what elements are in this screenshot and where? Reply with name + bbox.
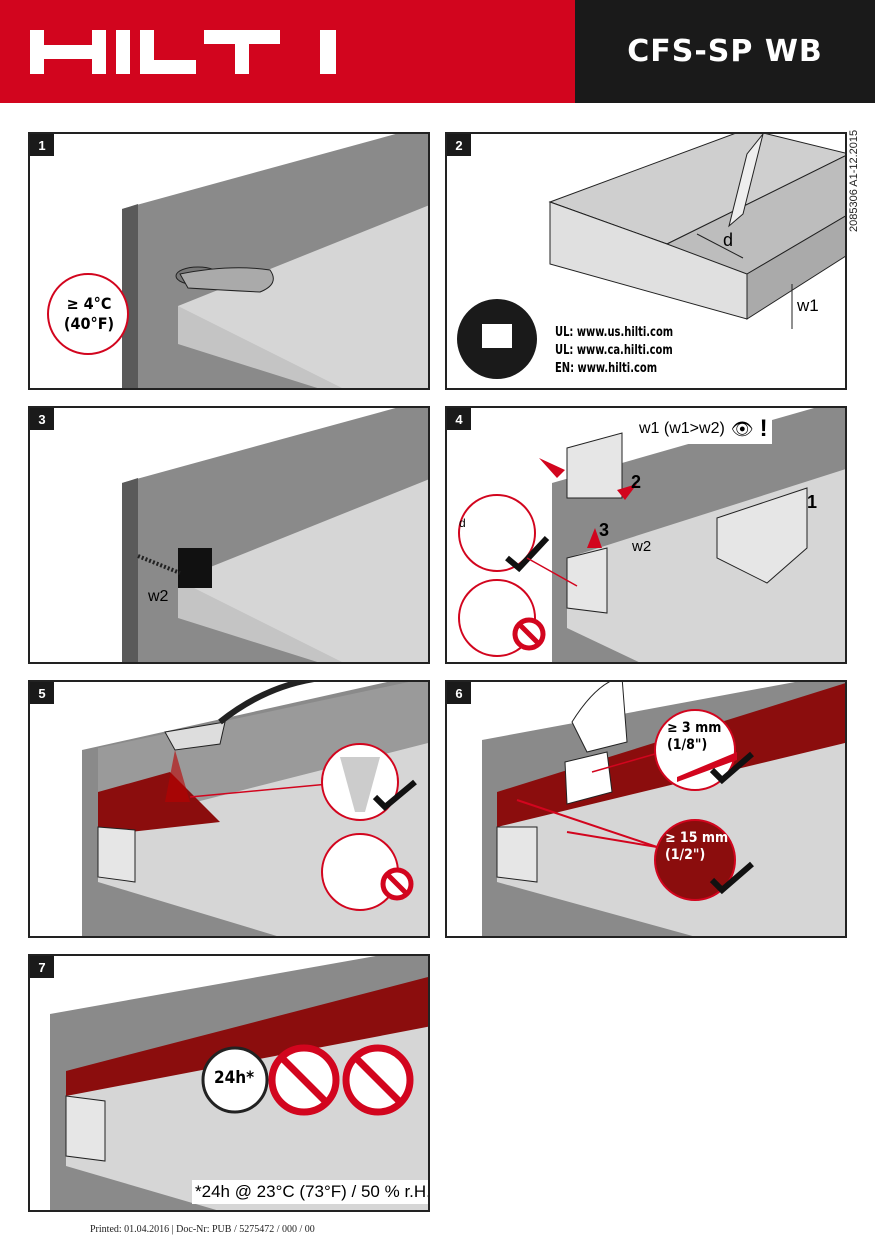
exclamation-icon: ! (759, 415, 768, 442)
dimension-d-label: d (723, 230, 734, 250)
temperature-fahrenheit: (40°F) (63, 314, 115, 333)
temperature-celsius: ≥ 4°C (66, 294, 112, 313)
header-brand-bar (0, 0, 575, 103)
step-number: 7 (30, 956, 54, 978)
step-5-illustration (82, 682, 428, 936)
step-label-3: 3 (599, 520, 610, 540)
step-1-illustration (47, 134, 428, 388)
width-comparison-note: w1 (w1>w2) (639, 420, 725, 437)
step-number: 6 (447, 682, 471, 704)
step-number: 3 (30, 408, 54, 430)
link-ca[interactable]: UL: www.ca.hilti.com (555, 343, 673, 358)
step-3-illustration (122, 408, 428, 662)
step-label-2: 2 (631, 472, 642, 492)
step-1-panel: 1 ≥ 4°C (40°F) (28, 132, 430, 390)
min-thickness-label: ≥ 3 mm (667, 720, 722, 736)
step-number: 1 (30, 134, 54, 156)
print-info-footer: Printed: 01.04.2016 | Doc-Nr: PUB / 5275… (90, 1224, 315, 1235)
step-number: 4 (447, 408, 471, 430)
dimension-w2-label: w2 (148, 588, 169, 605)
cure-time-label: 24h* (214, 1068, 255, 1088)
step-2-illustration (457, 134, 845, 379)
step-3-panel: 3 w2 (28, 406, 430, 664)
dimension-w1-label: w1 (797, 296, 819, 315)
dimension-w2-label: w2 (632, 538, 652, 555)
eye-icon: 👁 (730, 418, 754, 439)
step-7-panel: 7 24h* *24h @ 23°C (73°F) / 50 % r.H. (28, 954, 430, 1212)
step-7-illustration (50, 956, 428, 1210)
step-number: 2 (447, 134, 471, 156)
product-title: CFS-SP WB (575, 0, 875, 103)
document-code: 2085306 A1-12.2015 (848, 129, 860, 232)
step-number: 5 (30, 682, 54, 704)
min-thickness-inch-label: (1/8") (667, 737, 708, 753)
hilti-logo (30, 30, 336, 74)
link-us[interactable]: UL: www.us.hilti.com (555, 325, 674, 340)
min-overlap-inch-label: (1/2") (665, 847, 706, 863)
step-5-panel: 5 (28, 680, 430, 938)
cure-condition-note: *24h @ 23°C (73°F) / 50 % r.H. (192, 1180, 428, 1204)
dimension-d-label: d (459, 516, 466, 530)
step-6-illustration (482, 682, 845, 936)
min-overlap-label: ≥ 15 mm (665, 830, 729, 846)
step-4-illustration (458, 408, 845, 662)
step-6-panel: 6 ≥ 3 mm (1/8") ≥ 15 mm (1/2") (445, 680, 847, 938)
step-2-panel: 2 d w1 UL: www.us.hilti.com UL: www.ca.h… (445, 132, 847, 390)
link-en[interactable]: EN: www.hilti.com (555, 361, 658, 376)
step-label-1: 1 (807, 492, 818, 512)
step-4-panel: 4 w1 (w1>w2) 👁 ! 1 2 3 w2 d (445, 406, 847, 664)
